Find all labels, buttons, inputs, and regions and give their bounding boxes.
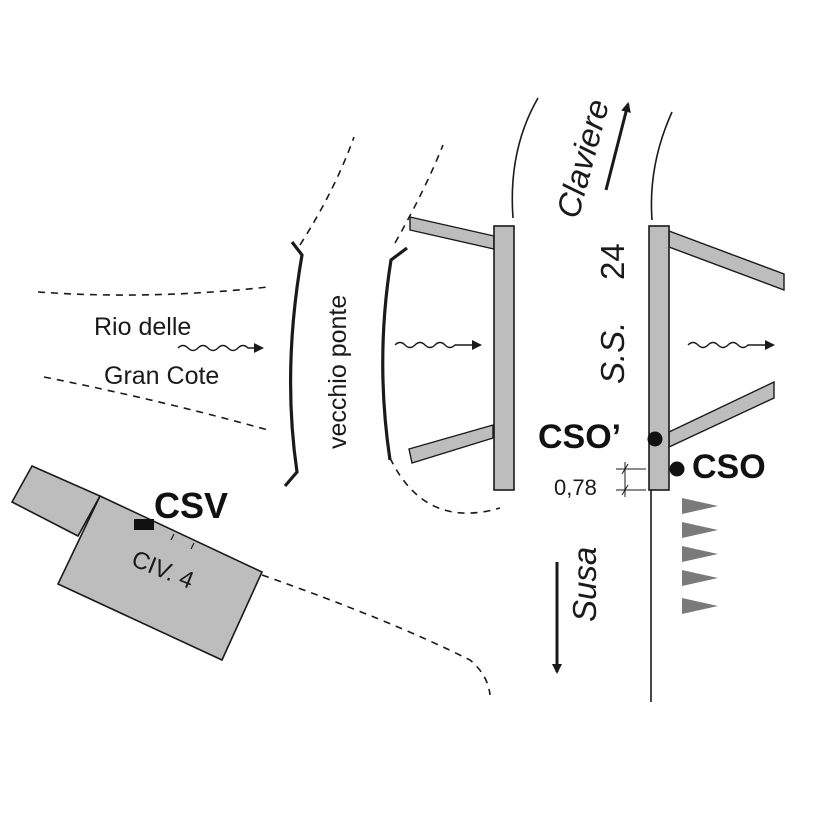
cso-prime-label: CSO’ — [538, 418, 621, 456]
wing-wall-west-south — [408, 424, 494, 464]
bridge-bank-south-line — [389, 457, 501, 514]
tree-icon — [682, 570, 718, 586]
ss24-prefix-label: S.S. — [594, 322, 631, 384]
river-bank-north-line — [37, 286, 269, 296]
arrow-icon — [604, 102, 631, 191]
road-edge-west-line — [511, 97, 539, 219]
wavy-arrow-icon — [394, 340, 482, 350]
cso-label: CSO — [692, 448, 766, 486]
river-name-line2: Gran Cote — [104, 362, 219, 390]
wavy-arrow-icon — [177, 343, 264, 353]
wing-wall-west-north — [409, 216, 495, 250]
csv-marker — [134, 519, 154, 530]
wing-wall-east-south — [668, 380, 775, 449]
building-civ4 — [10, 464, 264, 662]
road-edge-east-line — [650, 111, 673, 221]
river-banks — [37, 136, 501, 696]
tree-icon — [682, 522, 718, 538]
wing-wall-east-north — [668, 229, 785, 292]
old-bridge-bank-line — [299, 136, 355, 246]
building-bank-line — [261, 574, 491, 696]
offset-dimension — [616, 462, 646, 497]
flow-arrows — [177, 340, 775, 353]
tree-icon — [682, 498, 718, 514]
building-tick — [170, 533, 175, 541]
bridge-bank-north-line — [394, 144, 444, 244]
ss24-number-label: 24 — [594, 243, 631, 280]
tree-row — [682, 498, 718, 614]
building-main — [56, 494, 264, 662]
survey-point-icon — [647, 431, 663, 447]
survey-point-icon — [669, 461, 685, 477]
direction-arrows — [552, 102, 631, 674]
bridge-deck-west — [493, 225, 515, 491]
tree-icon — [682, 546, 718, 562]
building-tick — [190, 542, 195, 550]
building-annex — [10, 464, 102, 538]
old-bridge-east-edge — [381, 246, 408, 461]
bridge-decks — [493, 225, 670, 491]
tree-icon — [682, 598, 718, 614]
survey-points — [647, 431, 685, 477]
old-bridge-west-edge — [283, 241, 304, 488]
river-bank-south-line — [43, 376, 269, 431]
bridge-deck-east — [648, 225, 670, 491]
old-bridge-label: vecchio ponte — [324, 295, 352, 449]
road-edges — [511, 97, 673, 702]
csv-label: CSV — [154, 485, 228, 526]
river-name-line1: Rio delle — [94, 313, 191, 341]
offset-value-label: 0,78 — [554, 475, 597, 500]
old-bridge-remains — [283, 241, 408, 488]
wavy-arrow-icon — [687, 340, 775, 350]
claviere-label: Claviere — [549, 95, 616, 221]
susa-label: Susa — [566, 547, 603, 622]
